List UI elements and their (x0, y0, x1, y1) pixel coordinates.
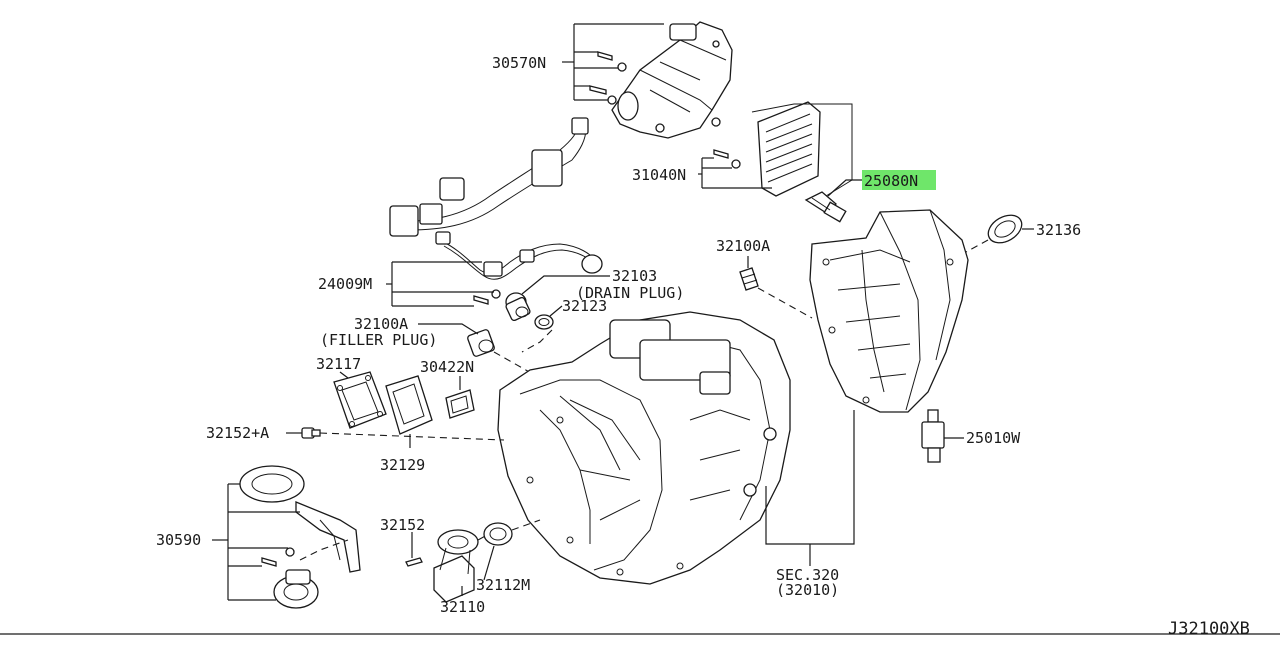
label-sec-320-note: (32010) (776, 581, 839, 599)
label-32136[interactable]: 32136 (1036, 221, 1081, 239)
label-32152[interactable]: 32152 (380, 516, 425, 534)
part-32117-cover-plate[interactable] (333, 371, 387, 429)
label-32129[interactable]: 32129 (380, 456, 425, 474)
callout-32152A: 32152+A (206, 424, 505, 442)
part-25080N-sensor[interactable] (804, 191, 847, 223)
label-31040N[interactable]: 31040N (632, 166, 686, 184)
diagram-footer: J32100XB (0, 619, 1280, 639)
label-32103-note: (DRAIN PLUG) (576, 284, 684, 302)
part-30570N-bolts[interactable] (589, 51, 627, 105)
label-32152A[interactable]: 32152+A (206, 424, 269, 442)
callout-30590: 30590 (156, 483, 349, 601)
callout-31040N: 31040N (632, 157, 772, 189)
part-32100A-filler-plug[interactable] (467, 329, 495, 357)
label-32100A-top[interactable]: 32100A (716, 237, 770, 255)
label-sec-320[interactable]: SEC.320 (776, 566, 839, 584)
part-31040N-bolts[interactable] (713, 149, 741, 169)
callout-30422N: 30422N (420, 358, 474, 390)
part-rear-transmission-case[interactable] (809, 209, 969, 413)
label-32103[interactable]: 32103 (612, 267, 657, 285)
callout-30570N: 30570N (492, 23, 664, 101)
part-main-transmission-housing[interactable] (497, 311, 791, 585)
part-32123-washer[interactable] (534, 314, 554, 330)
part-32110-guide-tube[interactable] (433, 529, 479, 603)
part-32112M-seal[interactable] (483, 522, 513, 546)
part-25010W-switch[interactable] (921, 409, 945, 463)
part-31040N-control-unit[interactable] (751, 101, 853, 197)
highlight-25080N (862, 170, 936, 190)
part-30422N-pad[interactable] (445, 389, 475, 419)
callout-32112M: 32112M (476, 519, 541, 594)
label-24009M[interactable]: 24009M (318, 275, 372, 293)
label-32100A-filler[interactable]: 32100A (354, 315, 408, 333)
callout-32129: 32129 (380, 434, 425, 474)
callout-32100A-top: 32100A (716, 237, 813, 319)
part-30590-release-parts[interactable] (239, 465, 361, 609)
callout-sec-320: SEC.320 (32010) (765, 410, 855, 599)
callout-25080N: 25080N (827, 170, 936, 197)
label-32117[interactable]: 32117 (316, 355, 361, 373)
label-25080N[interactable]: 25080N (864, 172, 918, 190)
callout-32123: 32123 (521, 297, 607, 353)
label-32123[interactable]: 32123 (562, 297, 607, 315)
callout-25010W: 25010W (944, 429, 1021, 447)
label-32100A-filler-note: (FILLER PLUG) (320, 331, 437, 349)
label-30590[interactable]: 30590 (156, 531, 201, 549)
part-30570N-actuator[interactable] (611, 21, 733, 139)
callout-32136: 32136 (965, 221, 1081, 253)
callout-32100A-filler: 32100A (FILLER PLUG) (320, 315, 569, 383)
callout-24009M: 24009M (318, 261, 494, 307)
label-32112M[interactable]: 32112M (476, 576, 530, 594)
part-32100A-plug-top[interactable] (739, 267, 759, 291)
callout-32117: 32117 (316, 355, 361, 379)
label-25010W[interactable]: 25010W (966, 429, 1021, 447)
part-32152-bolt[interactable] (405, 557, 423, 567)
label-30570N[interactable]: 30570N (492, 54, 546, 72)
label-30422N[interactable]: 30422N (420, 358, 474, 376)
label-diagram-id: J32100XB (1168, 619, 1250, 639)
part-32103-drain-plug[interactable] (505, 292, 531, 322)
part-32136-oil-seal[interactable] (983, 210, 1026, 249)
label-32110[interactable]: 32110 (440, 598, 485, 616)
part-32152A-bolt[interactable] (301, 427, 321, 439)
callout-32103: 32103 (DRAIN PLUG) (521, 267, 684, 302)
part-24009M-wiring-harness[interactable] (389, 117, 603, 305)
callout-32152: 32152 (380, 516, 425, 558)
part-32129-gasket[interactable] (385, 375, 433, 435)
